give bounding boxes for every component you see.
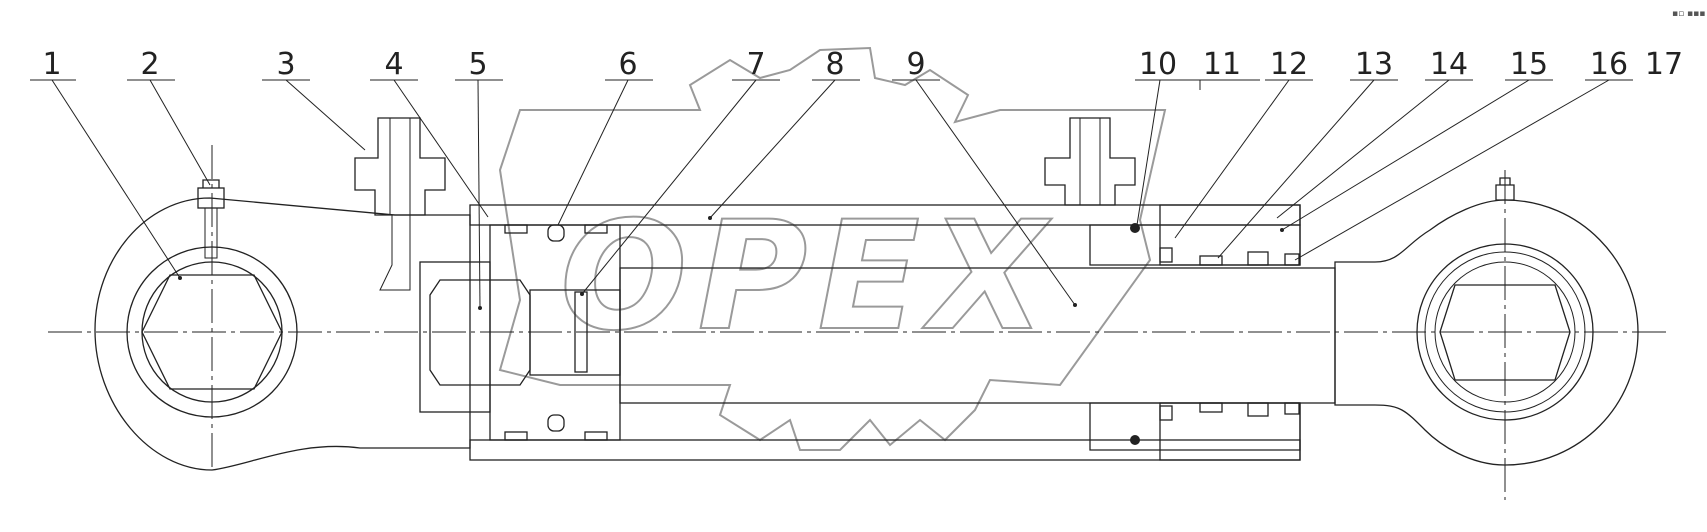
gland-flange-top (1159, 204, 1301, 266)
callout-9: 9 (906, 47, 925, 82)
watermark-gear-outline (498, 46, 1167, 451)
callout-17: 17 (1645, 47, 1683, 82)
callout-3: 3 (276, 47, 295, 82)
rod-seal-3b (1247, 402, 1269, 417)
callout-7: 7 (746, 47, 765, 82)
grease-nipple-right-tip (1499, 177, 1511, 185)
guide-ring-bottom-a (504, 431, 528, 441)
callout-12: 12 (1270, 47, 1308, 82)
rod-seal-1b (1159, 405, 1173, 421)
rod-eye-ring-outer (1416, 243, 1594, 421)
grease-nipple-right (1495, 184, 1515, 201)
port-fitting-right (1044, 117, 1136, 206)
rod-eye (1334, 177, 1639, 466)
grease-channel (204, 207, 218, 259)
grease-nipple-left-tip (202, 179, 220, 188)
watermark-text: OPEX (560, 190, 1056, 364)
rod-seal-3 (1247, 251, 1269, 266)
watermark: OPEX (498, 46, 1167, 451)
rod-eye-body (1334, 199, 1639, 466)
rod-seal-4 (1284, 253, 1300, 266)
port-fitting-left (354, 117, 446, 216)
rod-eye-ring-inner (1434, 261, 1576, 403)
callout-1: 1 (42, 47, 61, 82)
rear-clevis-body (94, 197, 471, 471)
piston-seal-bottom (547, 414, 565, 432)
callout-8: 8 (825, 47, 844, 82)
guide-ring-bottom-b (584, 431, 608, 441)
callout-13: 13 (1355, 47, 1393, 82)
o-ring-top (1130, 223, 1140, 233)
piston-o-ring (574, 291, 588, 373)
callout-numbers: 1 2 3 4 5 6 7 8 9 10 11 12 13 14 15 16 1… (42, 47, 1683, 82)
corner-mark: ▪▫ ▪▪▪ (1672, 9, 1705, 19)
o-ring-bottom (1130, 435, 1140, 445)
callout-2: 2 (140, 47, 159, 82)
callout-11: 11 (1203, 47, 1241, 82)
callout-15: 15 (1510, 47, 1548, 82)
port-channel (379, 215, 411, 291)
leader-lines (30, 79, 1633, 310)
callout-16: 16 (1590, 47, 1628, 82)
rod-seal-2 (1199, 255, 1223, 266)
rod-seal-1 (1159, 247, 1173, 263)
callout-6: 6 (618, 47, 637, 82)
gland-flange-bottom (1159, 402, 1301, 461)
rod-eye-bore-hex (1439, 284, 1571, 381)
rear-clevis (94, 117, 471, 471)
rod-seal-4b (1284, 402, 1300, 415)
callout-5: 5 (468, 47, 487, 82)
rod-eye-ring-mid (1424, 251, 1586, 413)
callout-14: 14 (1430, 47, 1468, 82)
callout-10: 10 (1139, 47, 1177, 82)
callout-4: 4 (384, 47, 403, 82)
piston-nut (429, 279, 531, 386)
rear-bushing-outer (126, 246, 298, 418)
gland-head (1044, 117, 1301, 461)
rear-bore-hex (141, 274, 283, 390)
rod-seal-2b (1199, 402, 1223, 413)
